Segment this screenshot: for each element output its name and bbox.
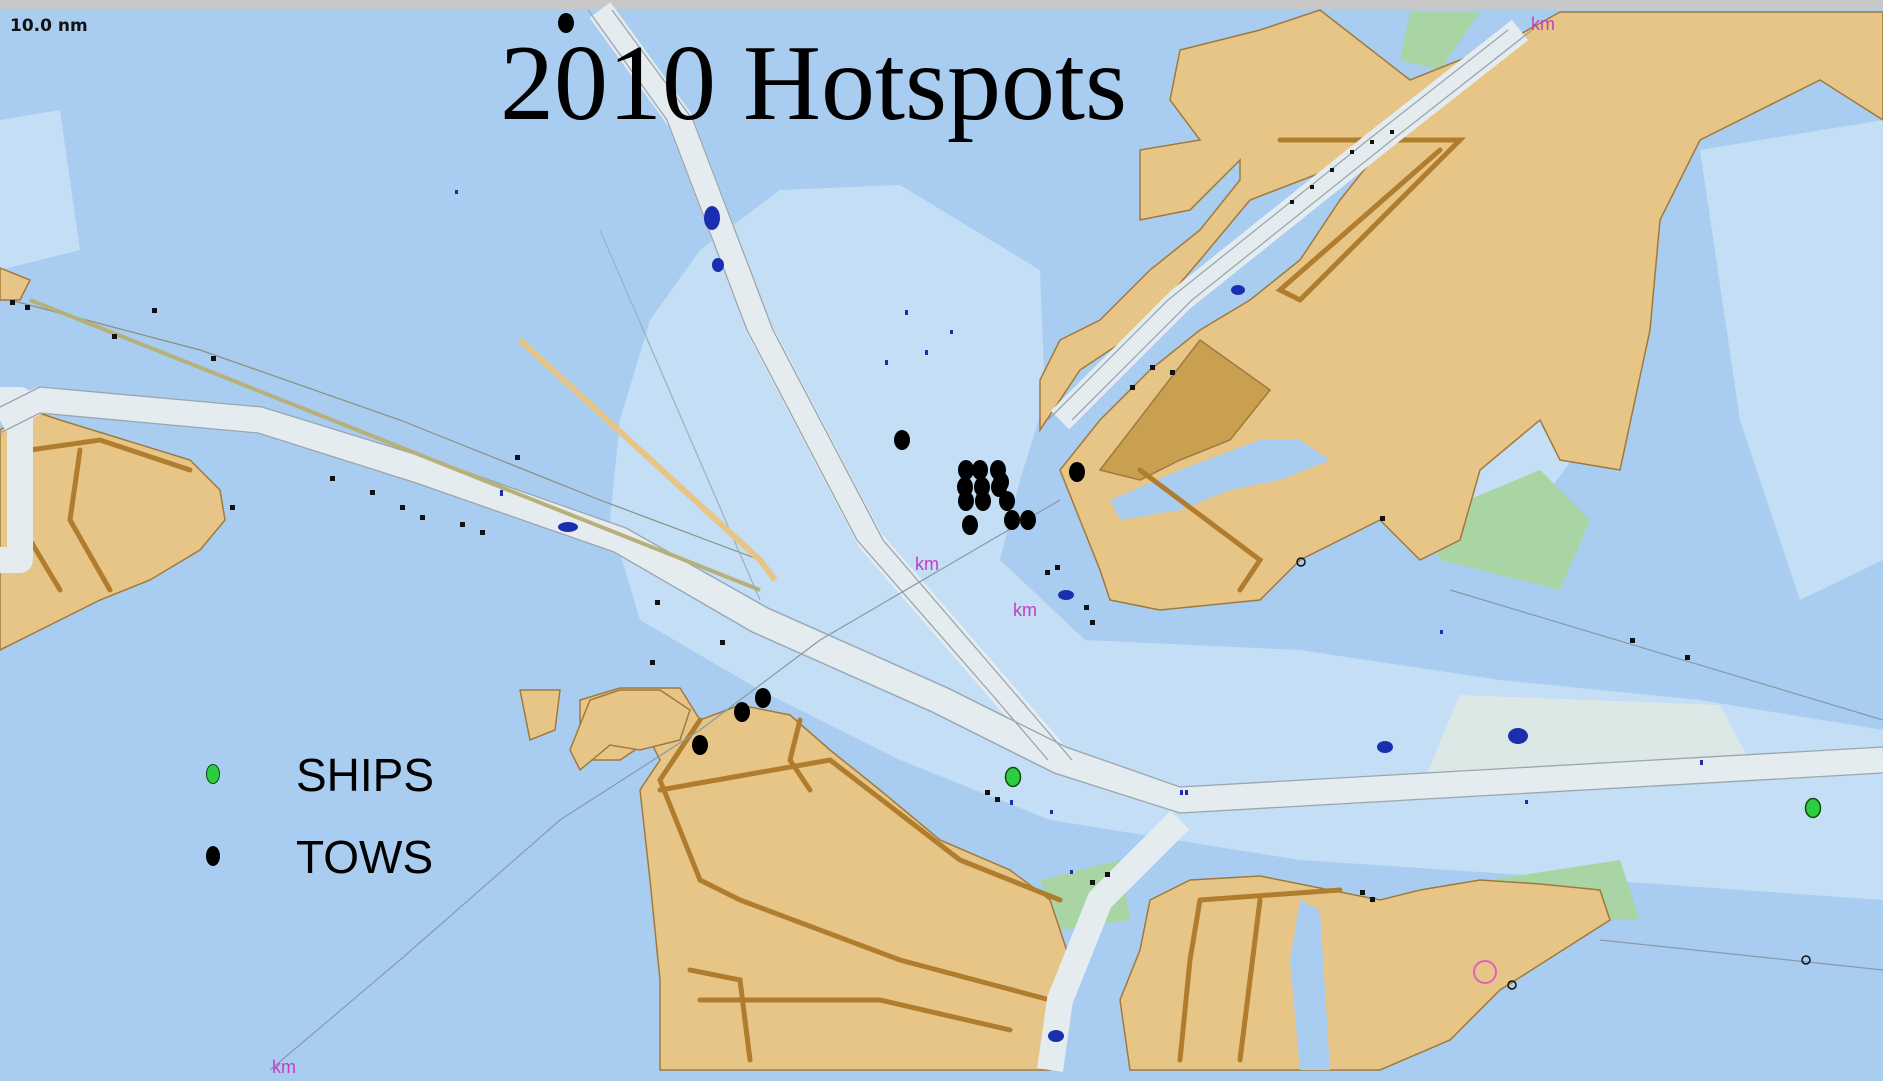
tow-hotspot[interactable] bbox=[958, 491, 974, 511]
buoys bbox=[10, 130, 1690, 902]
km-labels: km km km km bbox=[272, 14, 1555, 1077]
ship-hotspot[interactable] bbox=[1004, 766, 1022, 788]
top-border bbox=[0, 0, 1883, 10]
tow-marker-icon bbox=[206, 846, 220, 866]
km-label: km bbox=[1531, 14, 1555, 34]
scale-label: 10.0 nm bbox=[10, 16, 88, 36]
inland-river bbox=[1290, 900, 1330, 1070]
legend-label-ships: SHIPS bbox=[296, 749, 435, 801]
dock-terminal bbox=[1098, 338, 1272, 481]
km-label: km bbox=[1013, 600, 1037, 620]
jetty bbox=[517, 337, 778, 582]
tow-hotspot[interactable] bbox=[958, 460, 974, 480]
page-title: 2010 Hotspots bbox=[500, 24, 1128, 143]
tow-hotspot[interactable] bbox=[894, 430, 910, 450]
tow-hotspot[interactable] bbox=[975, 491, 991, 511]
tow-markers bbox=[558, 13, 1085, 755]
tow-hotspot[interactable] bbox=[734, 702, 750, 722]
tow-hotspot[interactable] bbox=[558, 13, 574, 33]
ship-marker-icon bbox=[206, 764, 220, 784]
tow-hotspot[interactable] bbox=[755, 688, 771, 708]
tow-hotspot[interactable] bbox=[1004, 510, 1020, 530]
channel-edges bbox=[0, 9, 1883, 814]
tow-hotspot[interactable] bbox=[1069, 462, 1085, 482]
tow-hotspot[interactable] bbox=[972, 460, 988, 480]
ship-hotspot[interactable] bbox=[1804, 797, 1822, 819]
tow-hotspot[interactable] bbox=[1020, 510, 1036, 530]
km-label: km bbox=[272, 1057, 296, 1077]
chart-circles bbox=[1296, 557, 1811, 990]
chart-lines bbox=[9, 229, 1883, 1071]
tow-hotspot[interactable] bbox=[692, 735, 708, 755]
tow-hotspot[interactable] bbox=[991, 477, 1007, 497]
roads bbox=[27, 137, 1467, 1063]
ship-markers bbox=[1004, 766, 1822, 819]
small-chart-features bbox=[455, 190, 1703, 1042]
km-label: km bbox=[915, 554, 939, 574]
legend-label-tows: TOWS bbox=[296, 831, 434, 883]
tow-hotspot[interactable] bbox=[962, 515, 978, 535]
tow-hotspot[interactable] bbox=[999, 491, 1015, 511]
inland-creek bbox=[1110, 440, 1330, 520]
